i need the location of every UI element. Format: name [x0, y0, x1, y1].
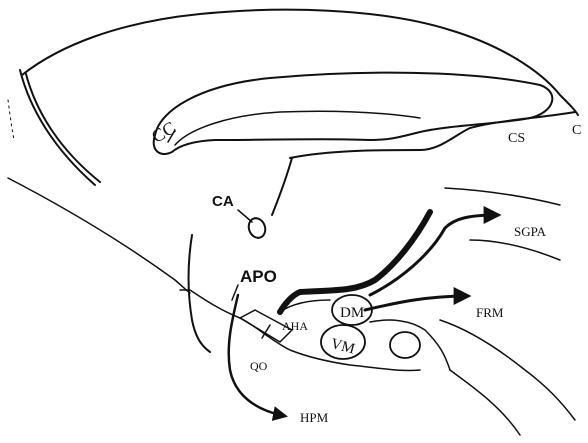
- left-dotted-edge: [8, 100, 14, 140]
- label-ca: CA: [212, 193, 234, 210]
- label-cs: CS: [508, 131, 525, 146]
- frontal-edge-inner: [26, 74, 100, 182]
- lamina-terminalis-line: [189, 235, 210, 352]
- fornix-drop: [272, 158, 292, 215]
- label-qo: QO: [250, 359, 268, 373]
- mammillary-body: [390, 332, 420, 358]
- pons-outline: [450, 370, 520, 435]
- label-hpm: HPM: [300, 410, 329, 425]
- ca-pointer: [238, 210, 252, 222]
- ventral-frontal-line: [8, 178, 190, 293]
- mfb-thick-tract: [280, 212, 430, 312]
- label-aha: AHA: [282, 319, 308, 333]
- hpm-path: [229, 295, 285, 416]
- thalamus-boundary-2: [470, 240, 560, 260]
- fornix-line: [290, 112, 575, 158]
- label-apo: APO: [240, 267, 277, 286]
- frm-path: [365, 296, 468, 310]
- cortex-outline: [22, 10, 578, 115]
- label-vm: VM: [329, 336, 356, 358]
- corpus-callosum: [154, 73, 553, 154]
- midbrain-lower: [440, 320, 575, 420]
- label-dm: DM: [340, 305, 364, 321]
- label-c-right: C: [572, 123, 581, 138]
- label-frm: FRM: [476, 305, 504, 320]
- midbrain-outline: [370, 320, 450, 370]
- sgpa-path: [370, 215, 498, 295]
- label-sgpa: SGPA: [514, 224, 547, 239]
- thalamus-boundary: [445, 188, 560, 205]
